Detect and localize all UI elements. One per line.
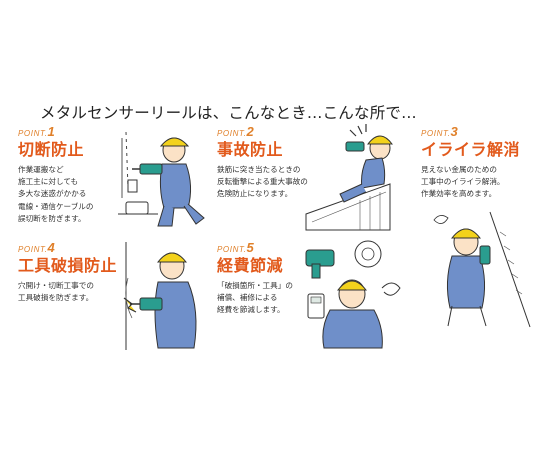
point-3-block: POINT.3 イライラ解消 見えない金属のための 工事中のイライラ解消。 作業… [421, 124, 521, 201]
point-4-desc: 穴開け・切断工事での 工具破損を防ぎます。 [18, 281, 94, 303]
worker-recoil-accident-illustration [305, 124, 394, 231]
point-2-title: 事故防止 [217, 140, 284, 159]
point-1-desc: 作業運搬など 施工主に対しても 多大な迷惑がかかる 電線・通信ケーブルの 誤切断… [18, 165, 94, 223]
point-2-block: POINT.2 事故防止 鉄筋に突き当たるときの 反転衝撃による重大事故の 危険… [217, 124, 308, 201]
point-2-label: POINT.2 [217, 124, 255, 139]
point-5-title: 経費節減 [217, 256, 284, 275]
worker-tool-damage-illustration [123, 242, 197, 350]
point-2-desc: 鉄筋に突き当たるときの 反転衝撃による重大事故の 危険防止になります。 [217, 165, 308, 199]
point-5-label: POINT.5 [217, 240, 255, 255]
worker-cost-saving-illustration [305, 240, 401, 349]
worker-irritation-illustration [433, 211, 531, 328]
point-1-title: 切断防止 [18, 140, 85, 159]
point-1-block: POINT.1 切断防止 作業運搬など 施工主に対しても 多大な迷惑がかかる 電… [18, 124, 94, 225]
point-4-block: POINT.4 工具破損防止 穴開け・切断工事での 工具破損を防ぎます。 [18, 240, 118, 304]
headline: メタルセンサーリールは、こんなとき…こんな所で… [40, 104, 417, 122]
point-5-desc: 「破損箇所・工具」の 補償、補修による 経費を節減します。 [217, 281, 293, 315]
point-5-block: POINT.5 経費節減 「破損箇所・工具」の 補償、補修による 経費を節減しま… [217, 240, 293, 317]
point-4-label: POINT.4 [18, 240, 56, 255]
point-1-label: POINT.1 [18, 124, 56, 139]
point-3-desc: 見えない金属のための 工事中のイライラ解消。 作業効率を高めます。 [421, 165, 505, 199]
worker-wall-drilling-illustration [118, 131, 205, 227]
point-4-title: 工具破損防止 [18, 256, 118, 275]
point-3-label: POINT.3 [421, 124, 459, 139]
point-3-title: イライラ解消 [421, 140, 521, 159]
